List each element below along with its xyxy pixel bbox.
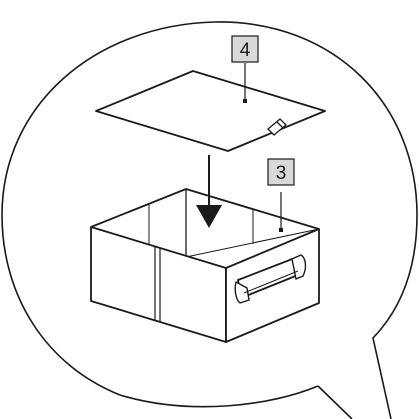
down-arrow-icon — [196, 155, 222, 228]
storage-box-part — [90, 188, 320, 343]
callout-3-box — [267, 158, 295, 186]
callout-4-box — [231, 35, 259, 63]
callout-4-label: 4 — [240, 40, 251, 61]
magnifier-outline — [1, 21, 418, 419]
box-handle — [234, 254, 307, 304]
lid-tab — [267, 118, 287, 136]
callout-4: 4 — [231, 35, 259, 103]
box-front-face — [90, 226, 227, 343]
callout-3-label: 3 — [276, 163, 287, 184]
lid-part — [95, 70, 326, 152]
callout-3: 3 — [267, 158, 295, 232]
lid-panel — [95, 70, 326, 152]
